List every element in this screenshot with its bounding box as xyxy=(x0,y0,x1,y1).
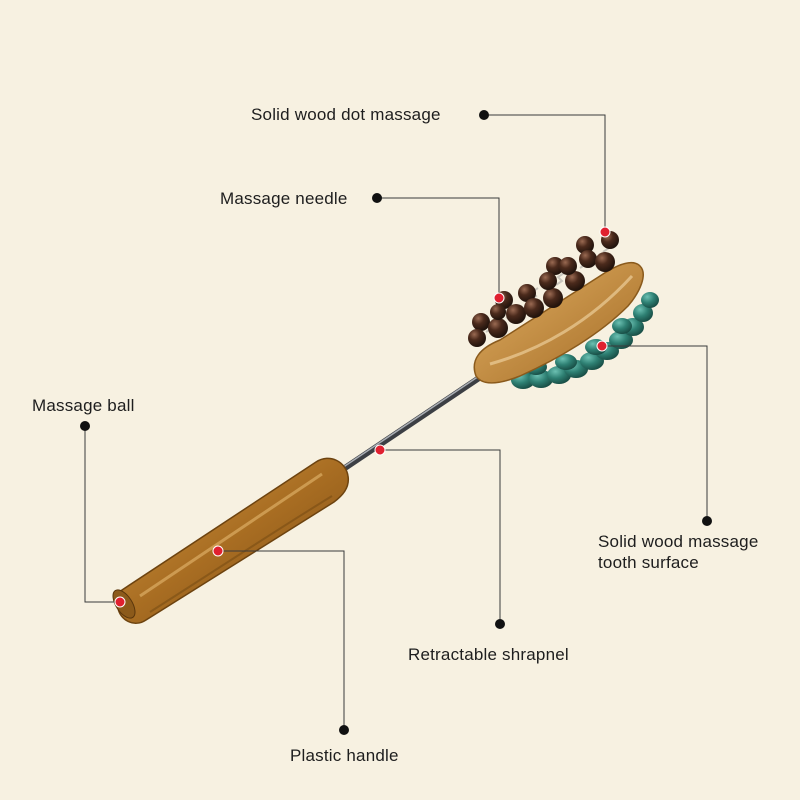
leader-tooth-surface xyxy=(602,345,708,521)
leader-massage-ball xyxy=(84,426,120,603)
wood-dot-beads xyxy=(468,231,619,347)
leader-massage-needle xyxy=(377,197,500,298)
label-tooth-surface: Solid wood massage tooth surface xyxy=(598,532,759,572)
label-shrapnel: Retractable shrapnel xyxy=(408,645,569,664)
callout-end-dots xyxy=(80,110,712,735)
label-dot-massage: Solid wood dot massage xyxy=(251,105,441,124)
end-dot-shrapnel xyxy=(495,619,505,629)
steel-shaft xyxy=(327,369,491,481)
marker-shrapnel xyxy=(374,444,386,456)
callout-lines xyxy=(84,114,708,730)
end-dot-massage-needle xyxy=(372,193,382,203)
leader-handle xyxy=(218,550,345,730)
callout-markers xyxy=(114,226,611,608)
end-dot-handle xyxy=(339,725,349,735)
marker-massage-ball xyxy=(114,596,126,608)
marker-massage-needle xyxy=(493,292,505,304)
label-massage-ball: Massage ball xyxy=(32,396,135,415)
end-dot-dot-massage xyxy=(479,110,489,120)
marker-handle xyxy=(212,545,224,557)
plastic-handle xyxy=(112,457,350,624)
end-dot-tooth-surface xyxy=(702,516,712,526)
leader-dot-massage xyxy=(484,114,606,232)
marker-tooth-surface xyxy=(596,340,608,352)
wood-head xyxy=(473,262,644,384)
label-massage-needle: Massage needle xyxy=(220,189,348,208)
leader-shrapnel xyxy=(380,449,501,624)
end-dot-massage-ball xyxy=(80,421,90,431)
label-handle: Plastic handle xyxy=(290,746,399,765)
massager-illustration xyxy=(112,231,659,624)
marker-dot-massage xyxy=(599,226,611,238)
